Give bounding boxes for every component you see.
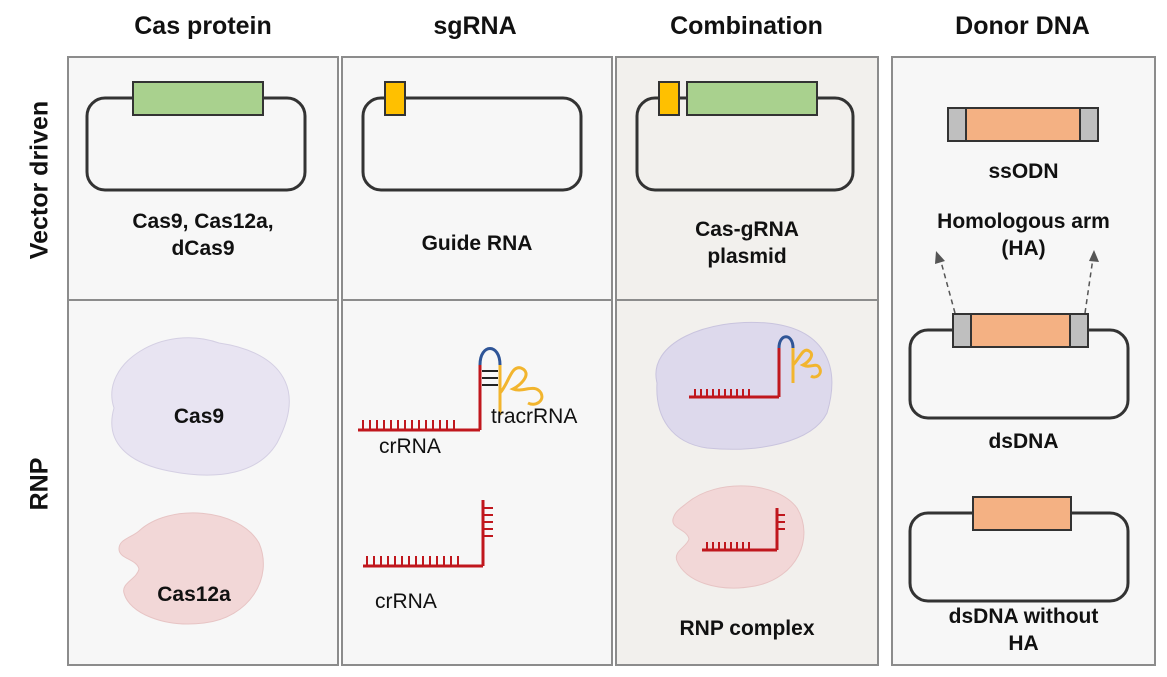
donor-dna-drawing: [908, 107, 1130, 603]
cell-combo-vector: Cas-gRNA plasmid: [617, 58, 877, 301]
dsdna-no-ha-label: dsDNA without HA: [893, 603, 1154, 657]
dsdna-insert: [952, 313, 1089, 348]
cas-grna-plasmid-label: Cas-gRNA plasmid: [617, 216, 877, 270]
homologous-arm-label-line1: Homologous arm: [937, 210, 1110, 233]
tracrrna-label: tracrRNA: [491, 405, 578, 428]
ha-arrowhead-right: [1089, 250, 1099, 262]
panel-combination: Cas-gRNA plasmid: [615, 56, 879, 666]
cas9-label: Cas9: [173, 405, 225, 428]
cas-vector-label-line2: dCas9: [171, 237, 235, 260]
panel-cas-protein: Cas9, Cas12a, dCas9 Cas9 Cas12a: [67, 56, 339, 666]
column-header-sgrna: sgRNA: [433, 12, 517, 40]
panel-sgrna: Guide RNA: [341, 56, 613, 666]
panel-donor-dna: ssODN Homologous arm (HA) dsDNA dsDNA wi…: [891, 56, 1156, 666]
crrna-bases-2: [366, 507, 493, 566]
cas12a-crrna-bases: [706, 514, 785, 550]
dsdna-no-ha-label-line2: HA: [1008, 632, 1039, 655]
guide-rna-label: Guide RNA: [421, 232, 533, 255]
cas12a-label: Cas12a: [157, 583, 231, 606]
ha-arrow-right: [1084, 257, 1094, 314]
cell-combo-rnp: RNP complex: [617, 303, 877, 664]
homologous-arm-label-line2: (HA): [1001, 237, 1046, 260]
tracrrna-strand: [498, 365, 544, 415]
column-header-combination: Combination: [670, 12, 823, 40]
cas-vector-label: Cas9, Cas12a, dCas9: [69, 208, 337, 262]
cas-grna-plasmid-diagram: [635, 81, 855, 192]
cell-cas-rnp: Cas9 Cas12a: [69, 303, 337, 664]
complex-tracrrna: [791, 348, 822, 383]
ha-arrowhead-left: [935, 251, 945, 264]
dsdna-left-arm: [952, 313, 972, 348]
rnp-complex-label: RNP complex: [679, 617, 815, 640]
cell-sg-rnp: crRNA tracrRNA crRNA: [343, 303, 611, 664]
cas12a-complex-blob: [672, 485, 805, 589]
column-header-donor-dna: Donor DNA: [955, 12, 1090, 40]
rnp-complex-drawing: [655, 321, 833, 589]
ssodn-body: [947, 107, 1099, 142]
sgrna-drawing: [358, 347, 544, 568]
guide-gene-box: [384, 81, 406, 116]
guide-plasmid-diagram: [361, 81, 583, 192]
cas-plasmid-diagram: [85, 81, 307, 192]
crrna-label-1: crRNA: [379, 435, 441, 458]
complex-loop: [777, 335, 795, 349]
complex-crrna-bases: [694, 389, 750, 397]
ha-arrow-left: [939, 257, 956, 314]
column-header-cas-protein: Cas protein: [134, 12, 272, 40]
ssodn-label: ssODN: [988, 160, 1059, 183]
dsdna-label: dsDNA: [988, 430, 1059, 453]
crrna-label-2: crRNA: [375, 590, 437, 613]
row-header-vector-driven: Vector driven: [25, 100, 54, 260]
dsdna-no-ha-insert: [972, 496, 1072, 531]
stem-loop: [478, 347, 502, 366]
homologous-arm-label: Homologous arm (HA): [893, 208, 1154, 262]
cas-gene-box: [686, 81, 818, 116]
dsdna-no-ha-label-line1: dsDNA without: [948, 605, 1099, 628]
cell-sg-vector: Guide RNA: [343, 58, 611, 301]
row-header-rnp: RNP: [25, 457, 54, 511]
cell-cas-vector: Cas9, Cas12a, dCas9: [69, 58, 337, 301]
guide-gene-box: [658, 81, 680, 116]
cas9-blob: [111, 337, 290, 476]
ssodn-right-arm: [1079, 107, 1099, 142]
cas-grna-plasmid-label-line1: Cas-gRNA: [695, 218, 799, 241]
cas12a-blob: [118, 512, 264, 625]
cas-gene-box: [132, 81, 264, 116]
cas-vector-label-line1: Cas9, Cas12a,: [132, 210, 274, 233]
dsdna-right-arm: [1069, 313, 1089, 348]
cas-grna-plasmid-label-line2: plasmid: [707, 245, 787, 268]
cas9-complex-blob: [655, 321, 833, 450]
stem-pairs: [482, 370, 498, 386]
cas-proteins-drawing: [111, 337, 290, 625]
ssodn-left-arm: [947, 107, 967, 142]
plasmid-backbone: [361, 96, 583, 192]
crrna-bases: [362, 420, 455, 430]
